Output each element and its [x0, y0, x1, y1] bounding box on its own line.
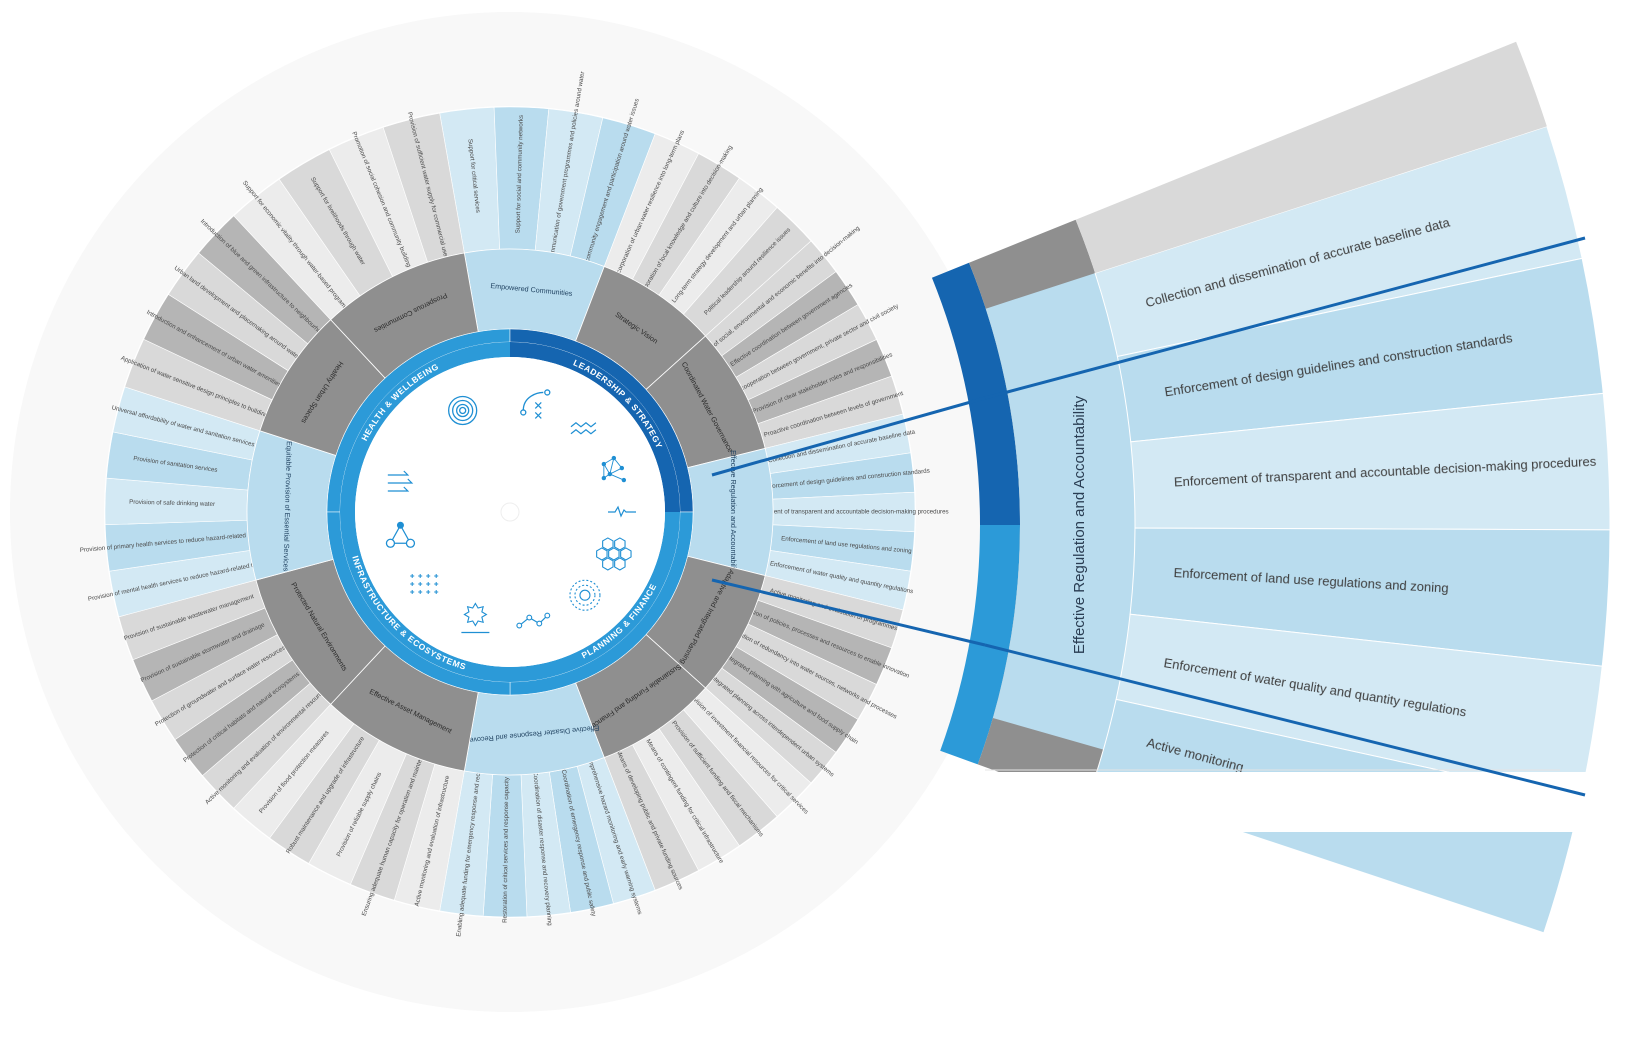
- quality-label: Enforcement of transparent and accountab…: [747, 509, 948, 516]
- dimension-inner-band: [340, 512, 510, 682]
- quality-label: Provision of safe drinking water: [129, 499, 215, 508]
- quality-label: Support for social and community network…: [515, 115, 525, 233]
- triangle-nodes-icon: [385, 521, 416, 548]
- flow-arrows-icon: [387, 470, 414, 492]
- callout-bottom-mask: [985, 772, 1625, 832]
- goal-label: Equitable Provision of Essential Service…: [281, 441, 293, 572]
- callout-neighbor-row: [1075, 41, 1547, 274]
- callout-frame-top: [984, 236, 1586, 400]
- callout-dimension-dark: [931, 262, 1020, 525]
- wave-icon: [570, 421, 597, 435]
- quality-label: Restoration of critical services and res…: [502, 776, 511, 923]
- goal-label: Effective Regulation and Accountability: [729, 450, 738, 574]
- dimension-inner-band: [340, 342, 510, 512]
- network-nodes-icon: [601, 455, 627, 483]
- dimension-inner-band: [510, 342, 680, 512]
- callout-frame-bottom: [984, 643, 1586, 797]
- callout-goal-label: Effective Regulation and Accountability: [1071, 395, 1088, 654]
- sun-burst-icon: [461, 602, 490, 634]
- pulse-icon: [608, 505, 636, 518]
- line-graph-icon: [516, 612, 551, 629]
- core-circle: [355, 357, 665, 667]
- callout-connector-top: [711, 396, 986, 477]
- honeycomb-icon: [596, 537, 632, 571]
- target-icon: [448, 395, 478, 426]
- grid-plus-icon: [410, 573, 439, 594]
- center-dot: [500, 502, 520, 522]
- dimension-inner-band: [510, 512, 680, 682]
- zoom-callout: Effective Regulation and AccountabilityC…: [711, 41, 1625, 934]
- strategy-play-icon: [520, 389, 551, 419]
- callout-goal-segment: [985, 273, 1135, 750]
- concentric-dashed-icon: [569, 579, 601, 611]
- callout-connector-bottom: [711, 578, 986, 647]
